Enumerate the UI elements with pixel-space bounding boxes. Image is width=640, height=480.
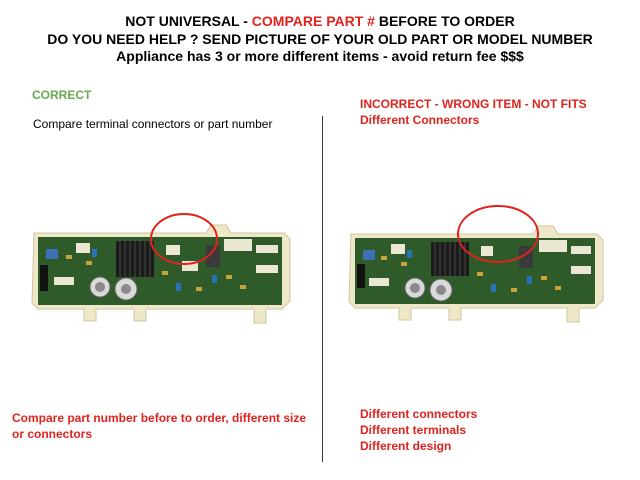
headline-suffix: BEFORE TO ORDER	[374, 13, 515, 29]
headline-highlight: COMPARE PART #	[251, 13, 375, 29]
control-board-image-correct	[31, 213, 291, 324]
difference-item: Different connectors	[360, 407, 478, 421]
difference-item: Different design	[360, 439, 452, 453]
difference-item: Different terminals	[360, 423, 467, 437]
incorrect-label: INCORRECT - WRONG ITEM - NOT FITS Differ…	[360, 96, 587, 128]
headline-prefix: NOT UNIVERSAL -	[125, 13, 252, 29]
headline-line-3: Appliance has 3 or more different items …	[116, 48, 524, 64]
control-board-image-incorrect	[348, 205, 604, 323]
correct-label: CORRECT	[32, 88, 92, 102]
panel-divider	[322, 116, 323, 462]
headline-line-2: DO YOU NEED HELP ? SEND PICTURE OF YOUR …	[47, 31, 593, 47]
incorrect-title: INCORRECT - WRONG ITEM - NOT FITS	[360, 97, 587, 111]
incorrect-subtitle: Different Connectors	[360, 113, 480, 127]
differences-list: Different connectors Different terminals…	[360, 406, 477, 454]
headline-line-1: NOT UNIVERSAL - COMPARE PART # BEFORE TO…	[0, 12, 640, 30]
compare-warning: Compare part number before to order, dif…	[12, 411, 307, 441]
compare-note: Compare terminal connectors or part numb…	[33, 117, 273, 131]
